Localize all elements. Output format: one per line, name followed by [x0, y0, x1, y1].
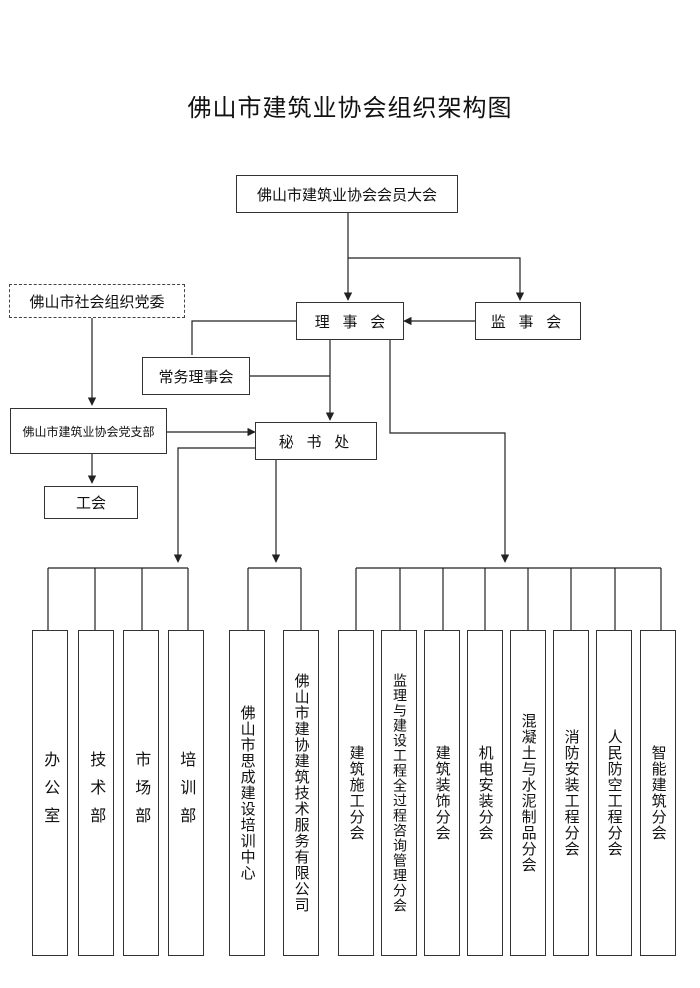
council-box: 理 事 会: [296, 302, 404, 340]
department-box: 市场部: [123, 630, 159, 956]
department-box: 培训部: [168, 630, 204, 956]
chart-title: 佛山市建筑业协会组织架构图: [187, 94, 513, 122]
department-label: 技术部: [87, 751, 107, 835]
party-committee-box: 佛山市社会组织党委: [9, 284, 185, 318]
union-box: 工会: [44, 486, 138, 519]
department-box: 办公室: [32, 630, 68, 956]
party-branch-box: 佛山市建筑业协会党支部: [10, 408, 167, 454]
department-label: 培训部: [177, 751, 197, 835]
company-box: 佛山市建协建筑技术服务有限公司: [283, 630, 319, 956]
department-label: 办公室: [41, 751, 61, 835]
company-label: 佛山市思成建设培训中心: [238, 705, 257, 881]
branch-box: 监理与建设工程全过程咨询管理分会: [381, 630, 417, 956]
branch-label: 机电安装分会: [476, 745, 495, 841]
branch-box: 消防安装工程分会: [553, 630, 589, 956]
department-box: 技术部: [78, 630, 114, 956]
standing-council-box: 常务理事会: [142, 357, 250, 395]
branch-box: 建筑装饰分会: [424, 630, 460, 956]
secretariat-box: 秘 书 处: [255, 422, 377, 460]
branch-label: 建筑施工分会: [347, 745, 366, 841]
branch-box: 建筑施工分会: [338, 630, 374, 956]
branch-box: 人民防空工程分会: [596, 630, 632, 956]
branch-box: 智能建筑分会: [640, 630, 676, 956]
branch-box: 混凝土与水泥制品分会: [510, 630, 546, 956]
company-box: 佛山市思成建设培训中心: [229, 630, 265, 956]
branch-label: 建筑装饰分会: [433, 745, 452, 841]
branch-label: 智能建筑分会: [649, 745, 668, 841]
department-label: 市场部: [132, 751, 152, 835]
branch-label: 监理与建设工程全过程咨询管理分会: [391, 673, 408, 913]
branch-label: 人民防空工程分会: [605, 729, 624, 857]
company-label: 佛山市建协建筑技术服务有限公司: [292, 673, 311, 913]
supervisory-box: 监 事 会: [475, 302, 581, 340]
member-assembly-box: 佛山市建筑业协会会员大会: [236, 175, 458, 213]
branch-box: 机电安装分会: [467, 630, 503, 956]
branch-label: 混凝土与水泥制品分会: [519, 713, 538, 873]
branch-label: 消防安装工程分会: [562, 729, 581, 857]
